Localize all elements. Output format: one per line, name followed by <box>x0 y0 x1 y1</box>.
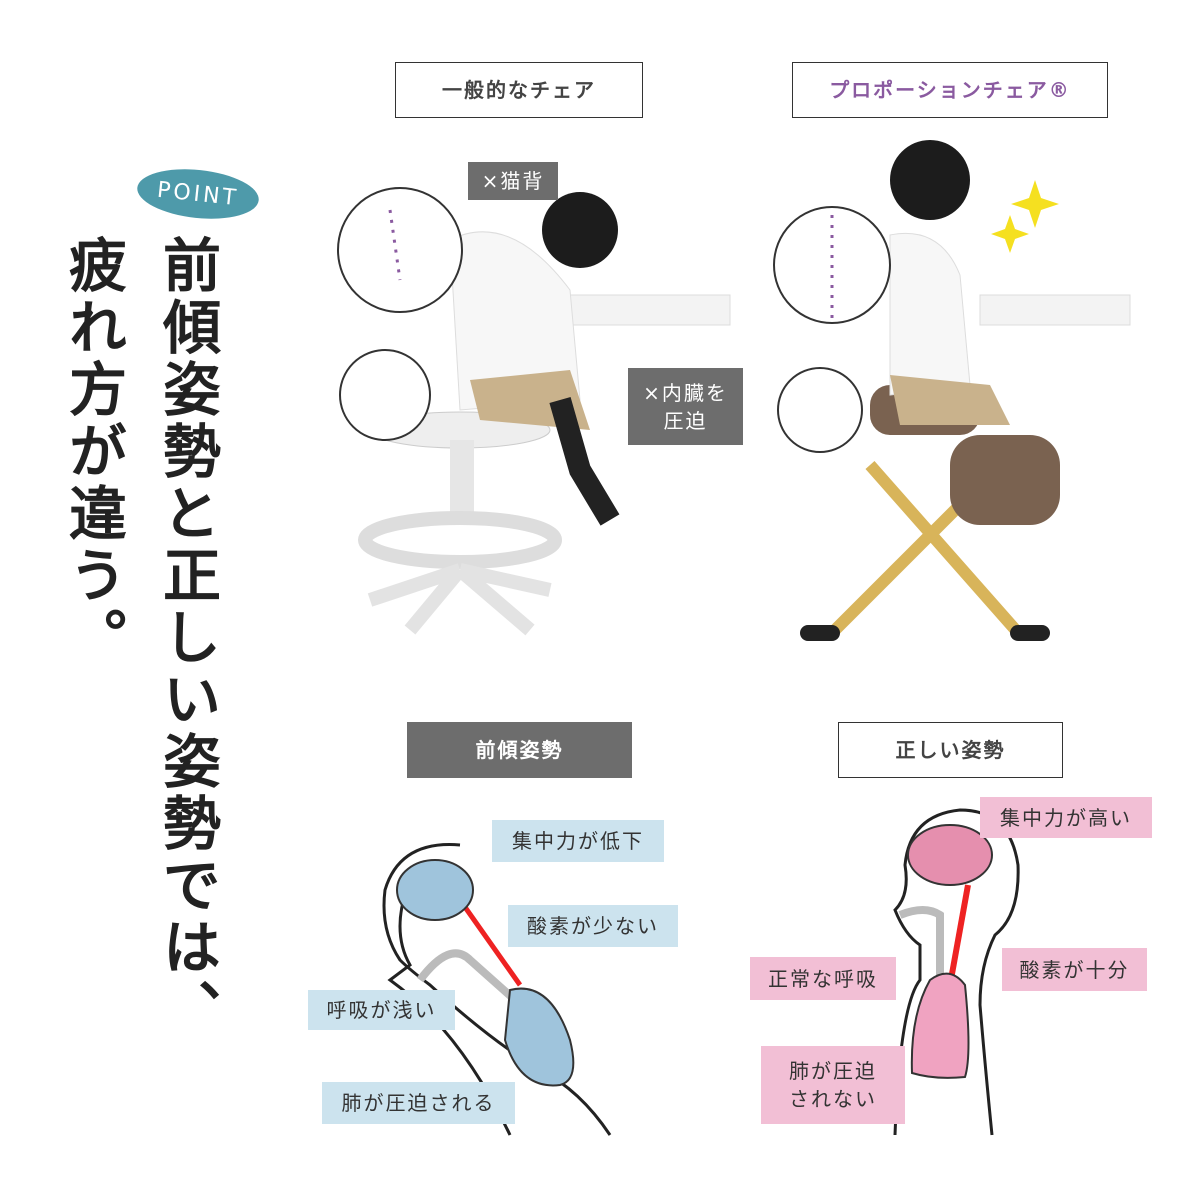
correct-posture-title: 正しい姿勢 <box>838 722 1063 778</box>
label-high-focus: 集中力が高い <box>980 797 1152 838</box>
headline-line2: 疲れ方が違う。 <box>59 235 127 669</box>
hunchback-callout: ×猫背 <box>468 162 558 200</box>
proportion-chair-title: プロポーションチェア® <box>792 62 1108 118</box>
correct-posture-diagram <box>893 808 1020 1136</box>
label-focus-drops: 集中力が低下 <box>492 820 664 862</box>
forward-posture-diagram <box>382 843 612 1136</box>
headline-line1: 前傾姿勢と正しい姿勢では、 <box>153 235 221 1041</box>
spine-bubble-icon <box>337 187 463 313</box>
brain-icon <box>396 859 474 921</box>
label-lungs-compressed: 肺が圧迫される <box>322 1082 515 1124</box>
proportion-chair-photo <box>773 140 1131 641</box>
normal-chair-photo <box>337 187 731 636</box>
label-low-oxygen: 酸素が少ない <box>508 905 678 947</box>
label-lungs-not-compressed: 肺が圧迫 されない <box>761 1046 905 1124</box>
normal-chair-title: 一般的なチェア <box>395 62 643 118</box>
lung-icon <box>910 972 970 1079</box>
point-badge: POINT <box>134 163 262 225</box>
label-enough-oxygen: 酸素が十分 <box>1002 948 1147 991</box>
forward-posture-title: 前傾姿勢 <box>407 722 632 778</box>
pelvis-bubble-icon <box>339 349 431 441</box>
pelvis-bubble-icon <box>777 367 863 453</box>
label-shallow-breathing: 呼吸が浅い <box>308 990 455 1030</box>
label-normal-breathing: 正常な呼吸 <box>750 957 896 1000</box>
brain-icon <box>907 824 993 886</box>
lung-icon <box>503 987 575 1087</box>
organ-pressure-callout: ×内臓を 圧迫 <box>628 368 743 445</box>
